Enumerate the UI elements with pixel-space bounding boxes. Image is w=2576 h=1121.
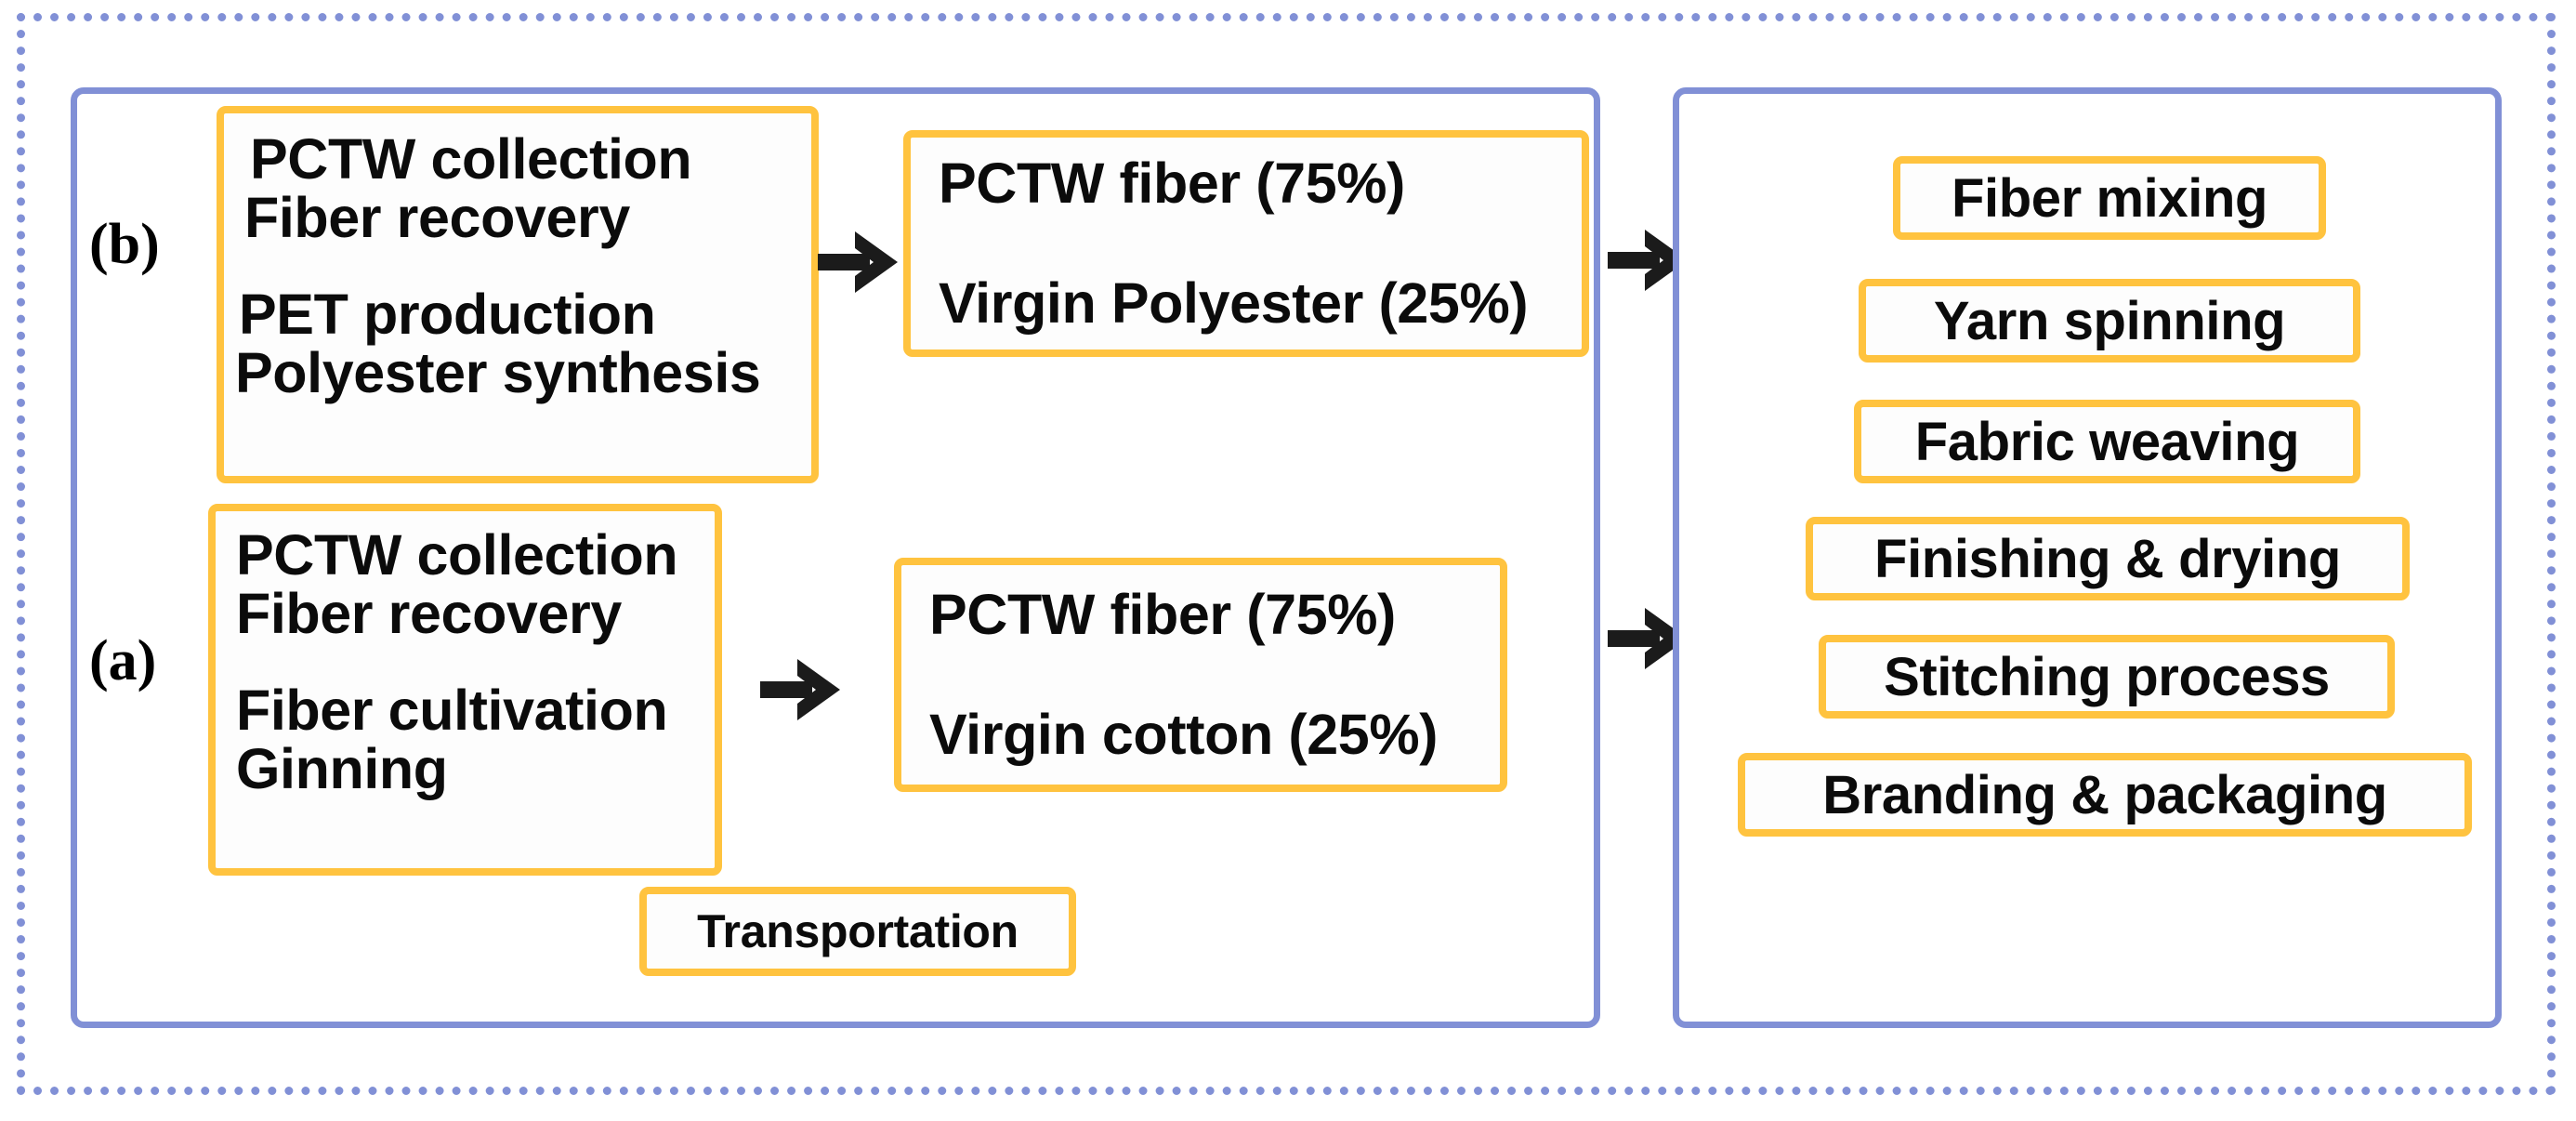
branch-label-b: (b) [89, 213, 160, 276]
step-box-branding-packaging[interactable]: Branding & packaging [1738, 753, 2472, 837]
step-label: Yarn spinning [1933, 290, 2286, 351]
stage-line: Fiber recovery [244, 186, 630, 250]
blend-line: Virgin Polyester (25%) [939, 271, 1529, 335]
blend-line: PCTW fiber (75%) [929, 583, 1396, 646]
step-box-fabric-weaving[interactable]: Fabric weaving [1854, 400, 2360, 483]
blend-line: Virgin cotton (25%) [929, 703, 1439, 766]
step-box-stitching-process[interactable]: Stitching process [1819, 635, 2395, 719]
step-label: Fabric weaving [1914, 411, 2300, 472]
blend-line: PCTW fiber (75%) [939, 152, 1405, 215]
right-arrow-icon-b-mid [818, 228, 903, 301]
stage-line: Fiber recovery [236, 582, 622, 646]
right-arrow-icon-a-right [1608, 604, 1693, 678]
step-label: Stitching process [1884, 646, 2330, 707]
transportation-box[interactable]: Transportation [639, 887, 1076, 976]
stage-spacer [216, 644, 715, 681]
stage-line: Fiber cultivation [236, 678, 668, 742]
stage-line: PCTW collection [250, 127, 692, 191]
transportation-label: Transportation [697, 905, 1019, 957]
step-label: Finishing & drying [1874, 528, 2341, 589]
right-arrow-icon-b-right [1608, 226, 1693, 299]
branch-label-a: (a) [89, 629, 157, 692]
step-box-fiber-mixing[interactable]: Fiber mixing [1893, 156, 2326, 240]
stage-line: PCTW collection [236, 523, 678, 587]
outer-dotted-frame [17, 13, 2556, 1095]
stage-line: Polyester synthesis [235, 341, 761, 405]
stage-box-a[interactable]: PCTW collection Fiber recovery Fiber cul… [208, 504, 722, 876]
step-label: Branding & packaging [1822, 764, 2387, 825]
stage-box-b[interactable]: PCTW collection Fiber recovery PET produ… [217, 106, 819, 483]
stage-spacer [224, 248, 811, 285]
stage-line: Ginning [236, 737, 448, 801]
stage-line: PET production [239, 282, 656, 346]
step-box-yarn-spinning[interactable]: Yarn spinning [1859, 279, 2360, 363]
blend-box-b[interactable]: PCTW fiber (75%) Virgin Polyester (25%) [903, 130, 1589, 357]
right-arrow-icon-a-mid [760, 655, 846, 729]
blend-box-a[interactable]: PCTW fiber (75%) Virgin cotton (25%) [894, 558, 1507, 792]
step-box-finishing-drying[interactable]: Finishing & drying [1806, 517, 2410, 600]
step-label: Fiber mixing [1951, 167, 2268, 229]
